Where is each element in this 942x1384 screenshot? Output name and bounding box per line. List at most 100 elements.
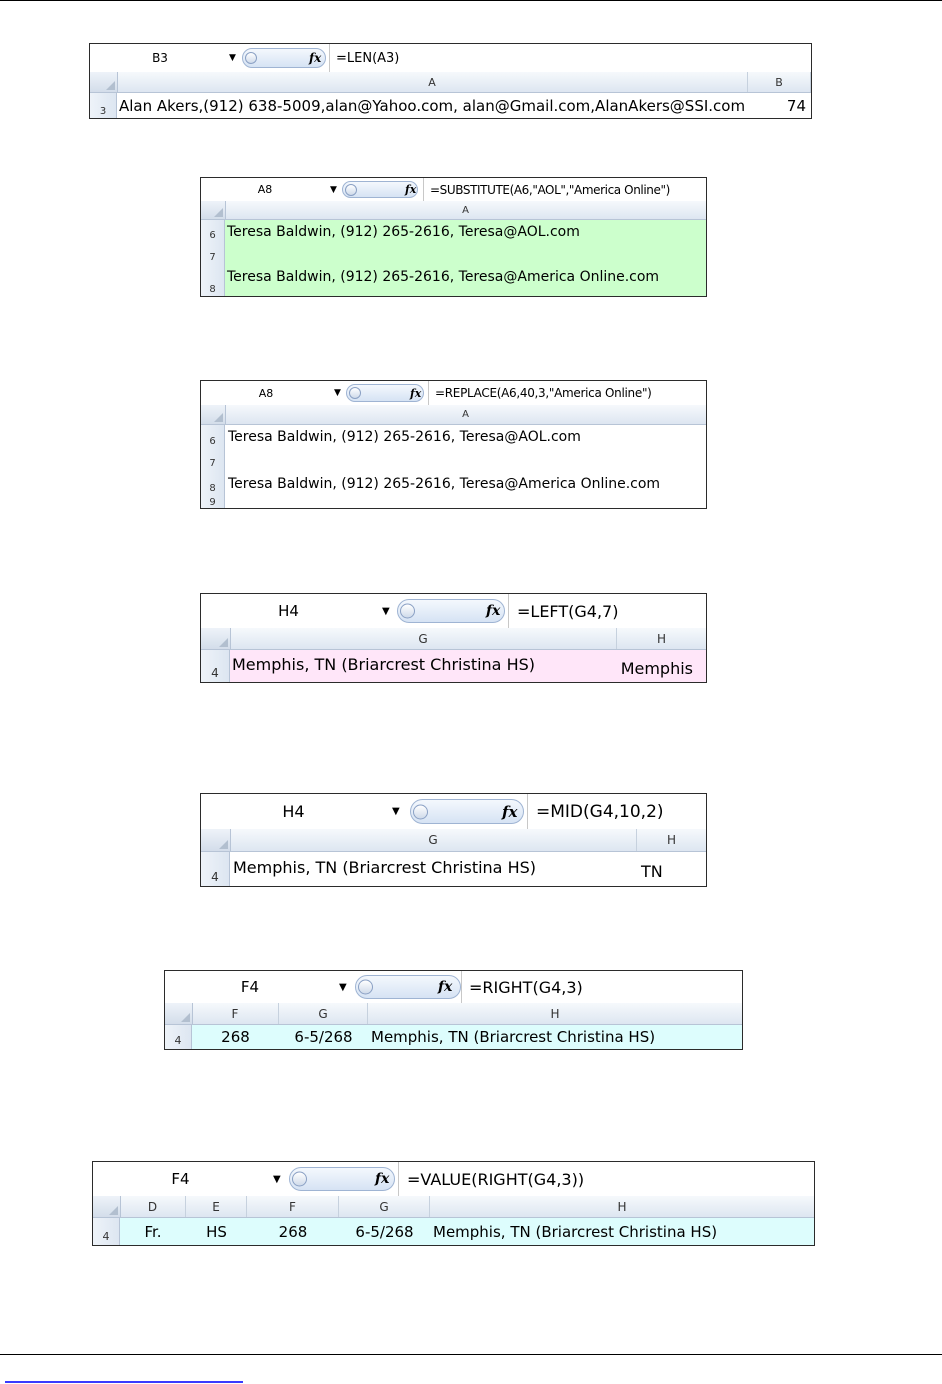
- dropdown-arrow-icon[interactable]: ▼: [334, 388, 341, 398]
- function-fx-icon[interactable]: fx: [375, 1171, 390, 1187]
- cell-g4[interactable]: 6-5/268: [294, 1028, 353, 1046]
- function-fx-icon[interactable]: fx: [405, 183, 417, 196]
- row-header-4[interactable]: 4: [93, 1218, 120, 1245]
- cell-h4[interactable]: Memphis: [620, 658, 693, 678]
- row-header-7[interactable]: 7: [201, 243, 225, 265]
- column-header-row: G H: [201, 829, 706, 852]
- cyan-row-fill: [120, 1218, 814, 1245]
- column-header-row: A: [201, 405, 706, 425]
- row-header-4[interactable]: 4: [201, 650, 230, 682]
- cell-d4[interactable]: Fr.: [144, 1222, 162, 1241]
- cell-a3[interactable]: Alan Akers,(912) 638-5009,alan@Yahoo.com…: [119, 97, 746, 115]
- dropdown-arrow-icon[interactable]: ▼: [330, 184, 337, 195]
- cell-e4[interactable]: HS: [206, 1222, 227, 1241]
- column-header-row: D E F G H: [93, 1196, 814, 1218]
- right-example-screenshot: F4 ▼ fx =RIGHT(G4,3) F G H 4 268 6-5/268…: [164, 970, 743, 1050]
- column-header-row: G H: [201, 628, 706, 650]
- cell-h4[interactable]: Memphis, TN (Briarcrest Christina HS): [433, 1222, 718, 1241]
- column-header-a[interactable]: A: [462, 409, 469, 420]
- footer-link-underline[interactable]: [5, 1381, 243, 1383]
- row-header-3[interactable]: 3: [90, 93, 117, 118]
- dropdown-arrow-icon[interactable]: ▼: [382, 605, 390, 617]
- name-box[interactable]: H4: [282, 802, 305, 821]
- formula-bar: F4 ▼ fx =VALUE(RIGHT(G4,3)): [93, 1162, 814, 1197]
- cell-h4[interactable]: Memphis, TN (Briarcrest Christina HS): [371, 1028, 656, 1046]
- function-fx-icon[interactable]: fx: [486, 603, 501, 619]
- row-header-8[interactable]: 8: [201, 471, 225, 496]
- formula-bar-knob-icon[interactable]: [410, 799, 524, 824]
- function-fx-icon[interactable]: fx: [438, 979, 453, 995]
- formula-bar-knob-icon[interactable]: [346, 384, 424, 402]
- dropdown-arrow-icon[interactable]: ▼: [273, 1173, 281, 1185]
- cell-h4[interactable]: TN: [641, 861, 663, 881]
- cell-g4[interactable]: Memphis, TN (Briarcrest Christina HS): [232, 654, 535, 674]
- column-header-g[interactable]: G: [339, 1196, 430, 1217]
- name-box[interactable]: H4: [278, 602, 299, 620]
- row-header-4[interactable]: 4: [165, 1025, 192, 1049]
- formula-input[interactable]: =LEN(A3): [336, 50, 400, 66]
- column-header-h[interactable]: H: [617, 1199, 627, 1214]
- select-all-corner-icon[interactable]: [93, 1196, 121, 1217]
- formula-input[interactable]: =RIGHT(G4,3): [469, 977, 583, 997]
- column-header-g[interactable]: G: [230, 628, 617, 649]
- cell-f4[interactable]: 268: [221, 1028, 250, 1046]
- name-box[interactable]: F4: [171, 1170, 190, 1188]
- cell-b3[interactable]: 74: [786, 97, 806, 115]
- cell-g4[interactable]: Memphis, TN (Briarcrest Christina HS): [233, 857, 536, 877]
- column-header-f[interactable]: F: [192, 1003, 279, 1024]
- formula-input[interactable]: =VALUE(RIGHT(G4,3)): [407, 1169, 585, 1189]
- formula-input[interactable]: =SUBSTITUTE(A6,"AOL","America Online"): [430, 182, 670, 197]
- page-bottom-rule: [0, 1354, 942, 1355]
- select-all-corner-icon[interactable]: [201, 628, 231, 649]
- column-header-b[interactable]: B: [748, 72, 811, 92]
- pink-cell-fill: [230, 650, 706, 682]
- column-header-f[interactable]: F: [247, 1196, 339, 1217]
- dropdown-arrow-icon[interactable]: ▼: [392, 806, 400, 817]
- column-header-a[interactable]: A: [462, 204, 469, 216]
- column-header-e[interactable]: E: [186, 1196, 247, 1217]
- column-header-g[interactable]: G: [279, 1003, 368, 1024]
- column-header-g[interactable]: G: [230, 829, 637, 851]
- select-all-corner-icon[interactable]: [201, 829, 231, 851]
- formula-bar-knob-icon[interactable]: [342, 181, 418, 198]
- cell-g4[interactable]: 6-5/268: [355, 1222, 414, 1241]
- column-header-h[interactable]: H: [666, 833, 677, 847]
- left-example-screenshot: H4 ▼ fx =LEFT(G4,7) G H 4 Memphis, TN (B…: [200, 593, 707, 683]
- formula-input[interactable]: =MID(G4,10,2): [536, 801, 664, 822]
- select-all-corner-icon[interactable]: [90, 72, 118, 92]
- function-fx-icon[interactable]: fx: [309, 51, 322, 65]
- cell-a6[interactable]: Teresa Baldwin, (912) 265-2616, Teresa@A…: [227, 223, 580, 240]
- row-header-6[interactable]: 6: [201, 220, 225, 243]
- column-header-a[interactable]: A: [117, 72, 748, 92]
- column-header-h[interactable]: H: [550, 1006, 560, 1021]
- name-box[interactable]: A8: [257, 183, 273, 196]
- cell-f4[interactable]: 268: [278, 1222, 308, 1241]
- function-fx-icon[interactable]: fx: [410, 386, 422, 400]
- formula-bar-knob-icon[interactable]: [397, 599, 505, 623]
- select-all-corner-icon[interactable]: [165, 1003, 193, 1024]
- cell-a6[interactable]: Teresa Baldwin, (912) 265-2616, Teresa@A…: [228, 429, 581, 445]
- formula-bar: H4 ▼ fx =MID(G4,10,2): [201, 794, 706, 830]
- dropdown-arrow-icon[interactable]: ▼: [339, 981, 347, 993]
- row-header-8[interactable]: 8: [201, 265, 225, 296]
- name-box[interactable]: A8: [258, 386, 274, 400]
- column-header-h[interactable]: H: [656, 631, 667, 646]
- column-header-d[interactable]: D: [120, 1196, 186, 1217]
- select-all-corner-icon[interactable]: [201, 405, 226, 424]
- dropdown-arrow-icon[interactable]: ▼: [229, 53, 236, 63]
- formula-input[interactable]: =REPLACE(A6,40,3,"America Online"): [435, 386, 652, 400]
- row-header-9[interactable]: 9: [201, 496, 225, 508]
- row-header-6[interactable]: 6: [201, 425, 225, 449]
- function-fx-icon[interactable]: fx: [502, 802, 518, 821]
- row-header-4[interactable]: 4: [201, 852, 230, 886]
- formula-bar-knob-icon[interactable]: [355, 975, 461, 999]
- select-all-corner-icon[interactable]: [201, 201, 226, 219]
- formula-bar-knob-icon[interactable]: [289, 1167, 395, 1191]
- formula-input[interactable]: =LEFT(G4,7): [517, 601, 619, 621]
- row-header-7[interactable]: 7: [201, 449, 225, 471]
- cell-a8[interactable]: Teresa Baldwin, (912) 265-2616, Teresa@A…: [227, 269, 660, 285]
- formula-bar-knob-icon[interactable]: [242, 48, 326, 68]
- cell-a8[interactable]: Teresa Baldwin, (912) 265-2616, Teresa@A…: [228, 475, 661, 492]
- name-box[interactable]: B3: [152, 51, 168, 65]
- name-box[interactable]: F4: [240, 978, 260, 996]
